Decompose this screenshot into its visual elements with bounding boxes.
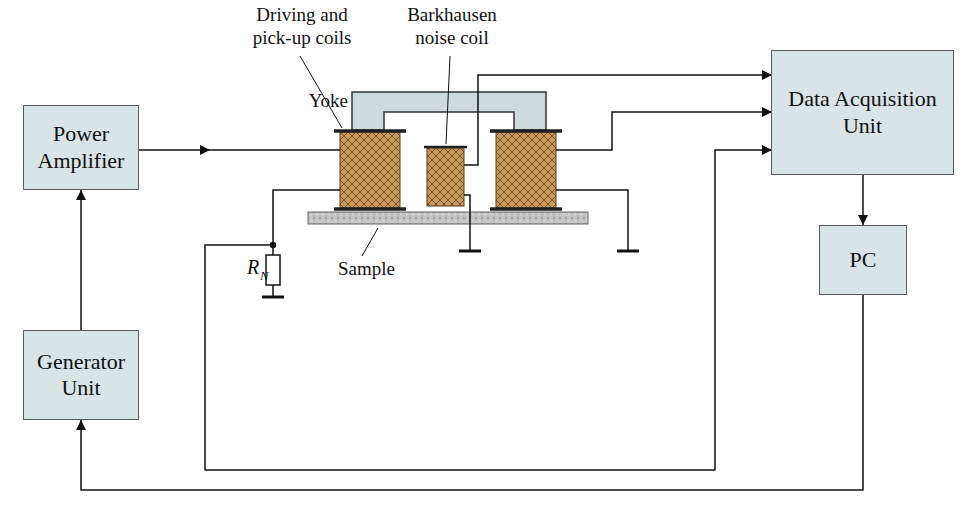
coil-flange bbox=[424, 146, 467, 149]
ground-wire bbox=[272, 285, 274, 296]
process-box: Data Acquisition Unit bbox=[771, 50, 954, 175]
part-label: Barkhausen noise coil bbox=[396, 4, 508, 50]
current-sense-wire bbox=[205, 150, 772, 470]
process-box: PC bbox=[819, 225, 907, 295]
driving-coil bbox=[340, 132, 400, 208]
ground-wire bbox=[556, 190, 628, 250]
barkhausen-coil bbox=[427, 148, 464, 206]
box-label: Data Acquisition Unit bbox=[778, 86, 947, 139]
part-label: Yoke bbox=[296, 90, 348, 113]
coil-flange bbox=[334, 129, 406, 133]
coil-return-wire bbox=[273, 190, 340, 255]
box-label: Generator Unit bbox=[30, 349, 132, 402]
drive-wire bbox=[138, 149, 340, 151]
pickup-coil bbox=[496, 132, 556, 208]
process-box: Power Amplifier bbox=[23, 105, 139, 190]
ground-wire bbox=[464, 195, 470, 250]
ground-symbol bbox=[617, 250, 639, 253]
coil-flange bbox=[334, 207, 406, 211]
box-label: Power Amplifier bbox=[30, 121, 132, 174]
process-box: Generator Unit bbox=[23, 330, 139, 420]
box-label: PC bbox=[850, 247, 877, 273]
leader-line bbox=[362, 228, 378, 256]
coil-flange bbox=[490, 129, 562, 133]
part-label: Sample bbox=[338, 258, 418, 281]
signal-connector bbox=[862, 175, 864, 225]
signal-connector bbox=[81, 295, 863, 490]
leader-line bbox=[446, 56, 450, 144]
ground-symbol bbox=[262, 296, 284, 299]
coil-flange bbox=[490, 207, 562, 211]
sample-strip bbox=[308, 212, 588, 224]
pickup-signal-wire bbox=[556, 112, 772, 150]
yoke-body bbox=[352, 92, 546, 130]
ground-symbol bbox=[459, 250, 481, 253]
component-subscript: N bbox=[260, 268, 274, 284]
part-label: Driving and pick-up coils bbox=[246, 4, 358, 50]
barkhausen-signal-wire bbox=[464, 75, 772, 165]
junction-dot bbox=[270, 242, 276, 248]
signal-connector bbox=[80, 190, 82, 330]
